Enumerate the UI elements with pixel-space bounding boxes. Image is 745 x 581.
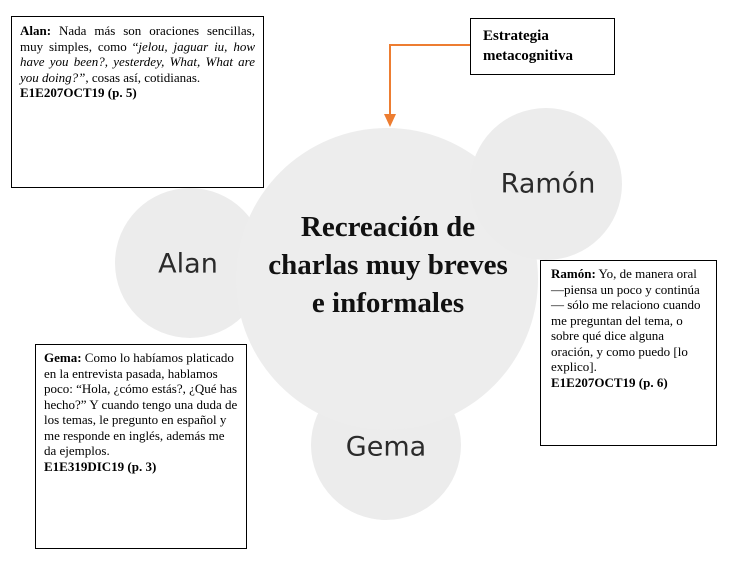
quote-speaker-gema: Gema: (44, 350, 82, 365)
quote-ref-gema: E1E319DIC19 (p. 3) (44, 458, 157, 474)
quote-speaker-ramon: Ramón: (551, 266, 596, 281)
quote-box-ramon: Ramón: Yo, de manera oral —piensa un poc… (540, 260, 717, 446)
quote-ref-alan: E1E207OCT19 (p. 5) (20, 85, 137, 100)
quote-text-alan-b: , cosas así, cotidianas. (85, 69, 201, 85)
circle-label-gema: Gema (345, 431, 427, 463)
circle-label-alan: Alan (158, 248, 218, 280)
strategy-label: Estrategia metacognitiva (483, 28, 573, 64)
quote-text-alan-a: Nada más son oraciones sencillas, muy si… (20, 23, 255, 54)
central-title: Recreación de charlas muy breves e infor… (268, 211, 508, 319)
strategy-box: Estrategia metacognitiva (470, 18, 615, 75)
quote-ref-ramon: E1E207OCT19 (p. 6) (551, 374, 668, 390)
arrow-line (389, 44, 470, 116)
quote-text-gema: Como lo habíamos platicado en la entrevi… (44, 350, 238, 458)
quote-box-gema: Gema: Como lo habíamos platicado en la e… (35, 344, 247, 549)
quote-text-alan-italic: jelou, jaguar iu, how have you been?, ye… (20, 38, 255, 85)
circle-label-ramon: Ramón (500, 168, 596, 200)
quote-box-alan: Alan: Nada más son oraciones sencillas, … (11, 16, 264, 188)
circle-ramon (470, 108, 622, 260)
arrow-head (384, 114, 396, 127)
quote-speaker-alan: Alan: (20, 23, 52, 38)
quote-text-ramon: Yo, de manera oral —piensa un poco y con… (551, 266, 701, 374)
